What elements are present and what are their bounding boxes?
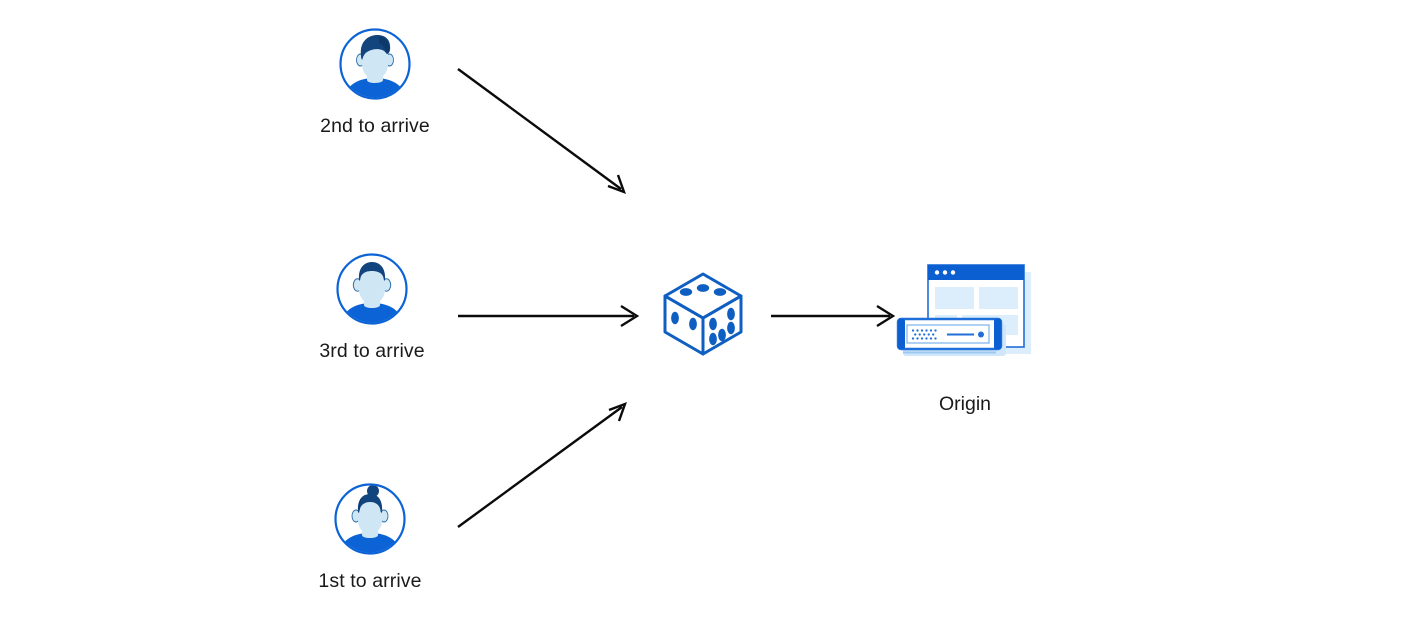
- arrow-3rd-to-dice: [458, 304, 640, 328]
- client-node-1st[interactable]: 1st to arrive: [290, 481, 450, 593]
- user-avatar-icon: [334, 251, 410, 327]
- random-balancer-node[interactable]: [655, 266, 751, 362]
- client-label-2nd: 2nd to arrive: [320, 115, 430, 137]
- user-avatar-icon: [332, 481, 408, 557]
- user-avatar-icon: [337, 26, 413, 102]
- client-node-2nd[interactable]: 2nd to arrive: [295, 26, 455, 138]
- server-browser-icon: [896, 264, 1031, 356]
- client-label-3rd: 3rd to arrive: [319, 340, 425, 362]
- window-dot: [942, 270, 948, 275]
- window-dot: [934, 270, 940, 275]
- window-dot: [950, 270, 956, 275]
- client-node-3rd[interactable]: 3rd to arrive: [292, 251, 452, 363]
- dice-icon: [663, 272, 743, 356]
- origin-node[interactable]: Origin: [865, 258, 1065, 416]
- arrow-2nd-to-dice: [457, 68, 626, 195]
- origin-label: Origin: [938, 393, 992, 415]
- arrow-1st-to-dice: [457, 401, 627, 528]
- client-label-1st: 1st to arrive: [318, 570, 422, 592]
